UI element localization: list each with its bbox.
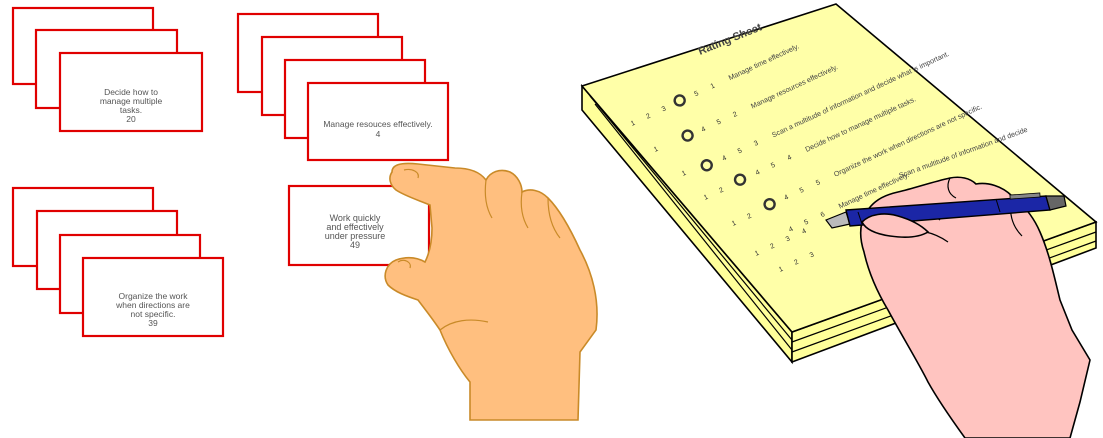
card-number: 20 xyxy=(126,114,136,124)
card-number: 39 xyxy=(148,318,158,328)
card-stack-3: Organize the work when directions are no… xyxy=(13,188,223,336)
held-card: Work quickly and effectively under press… xyxy=(289,186,429,265)
card-number: 4 xyxy=(376,129,381,139)
card-text-line: Manage resouces effectively. xyxy=(323,119,432,129)
card-stack-1: Decide how to manage multiple tasks. 20 xyxy=(13,8,202,131)
card-number: 49 xyxy=(350,240,360,250)
card-stack-2: Manage resouces effectively. 4 xyxy=(238,14,448,160)
